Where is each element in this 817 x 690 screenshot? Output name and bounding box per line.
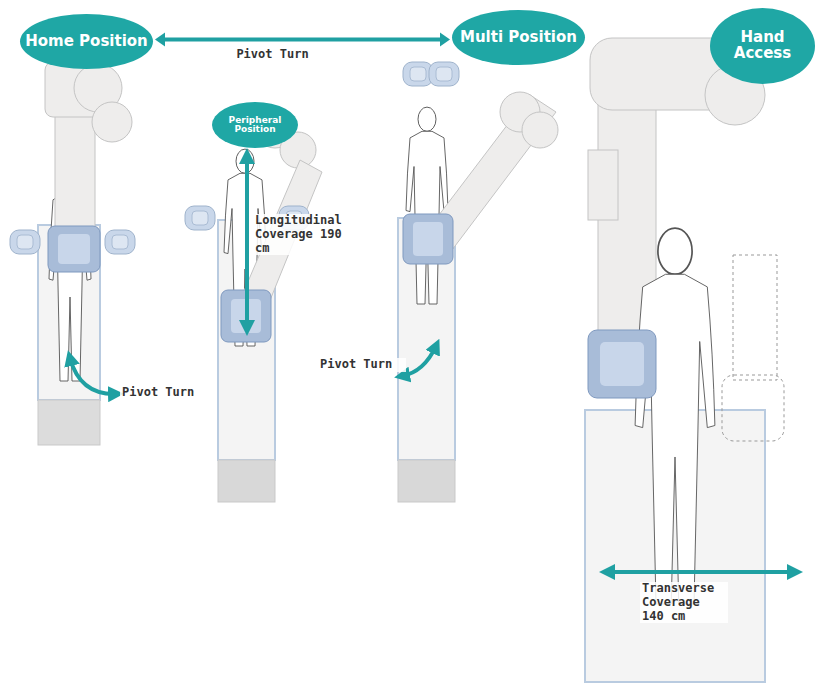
position-badge: Multi Position <box>452 10 585 65</box>
position-label: Hand Access <box>714 30 811 62</box>
position-label: Peripheral Position <box>216 116 294 135</box>
peripheral-panel <box>185 108 322 502</box>
annotation-label: Pivot Turn <box>120 386 208 400</box>
position-badge: Hand Access <box>710 8 815 84</box>
hand-access-panel <box>585 38 795 682</box>
position-label: Multi Position <box>460 30 577 46</box>
annotation-label: Transverse Coverage 140 cm <box>640 582 728 623</box>
home-panel <box>10 62 135 445</box>
annotation-label: Pivot Turn <box>318 358 406 372</box>
edge-label: Pivot Turn <box>234 48 310 62</box>
position-badge: Home Position <box>20 14 153 69</box>
annotation-label: Longitudinal Coverage 190 cm <box>253 214 351 255</box>
position-badge: Peripheral Position <box>212 102 298 148</box>
position-label: Home Position <box>25 34 148 50</box>
multi-panel <box>398 62 558 502</box>
pivot-arrow <box>155 33 450 47</box>
